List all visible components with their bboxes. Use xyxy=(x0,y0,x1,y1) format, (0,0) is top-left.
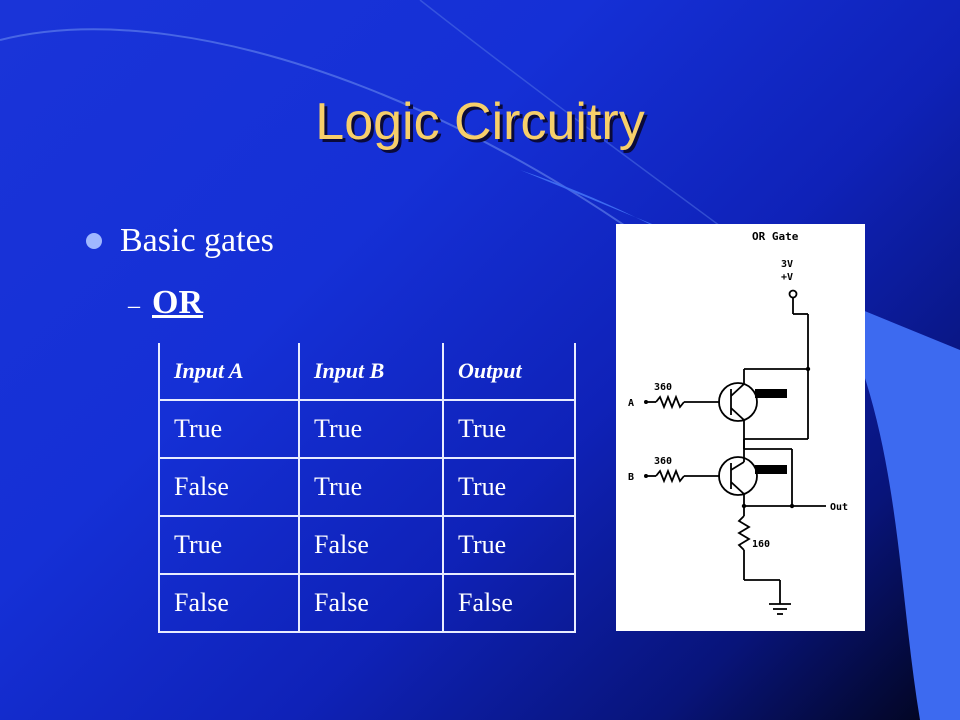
resistor-a-label: 360 xyxy=(654,382,672,393)
truth-table: Input A Input B Output True True True Fa… xyxy=(158,343,576,633)
table-cell: True xyxy=(158,399,299,458)
table-cell: True xyxy=(298,457,443,516)
header-input-a: Input A xyxy=(158,343,299,400)
bullet-dot-icon xyxy=(86,233,102,249)
header-output: Output xyxy=(442,343,576,400)
table-cell: False xyxy=(158,573,299,633)
transistor-b-label: NPN xyxy=(757,466,772,475)
table-row: False False False xyxy=(158,573,576,633)
bullet-item: Basic gates xyxy=(86,222,274,260)
header-input-b: Input B xyxy=(298,343,443,400)
table-cell: True xyxy=(442,399,576,458)
table-cell: False xyxy=(298,573,443,633)
page-title: Logic Circuitry xyxy=(315,93,645,151)
output-label: Out xyxy=(830,502,848,513)
resistor-out-label: 160 xyxy=(752,539,770,550)
dash-marker: – xyxy=(128,293,140,319)
input-b-label: B xyxy=(628,472,634,483)
sub-bullet-item: – OR xyxy=(128,284,203,322)
supply-plus-label: +V xyxy=(781,272,793,283)
circuit-diagram: OR Gate 3V +V 360 A 360 B Out 160 NPN NP… xyxy=(628,230,848,615)
table-header-row: Input A Input B Output xyxy=(158,343,576,400)
table-row: True True True xyxy=(158,399,576,458)
resistor-b-label: 360 xyxy=(654,456,672,467)
input-a-label: A xyxy=(628,398,634,409)
schematic-title: OR Gate xyxy=(752,230,799,243)
table-cell: False xyxy=(442,573,576,633)
table-cell: False xyxy=(298,515,443,574)
sub-bullet-label: OR xyxy=(152,284,203,321)
table-cell: True xyxy=(442,457,576,516)
table-cell: False xyxy=(158,457,299,516)
table-cell: True xyxy=(442,515,576,574)
or-gate-schematic: OR Gate 3V +V 360 A 360 B Out 160 NPN NP… xyxy=(616,224,865,631)
transistor-a-label: NPN xyxy=(757,390,772,399)
table-row: False True True xyxy=(158,457,576,516)
bullet-label: Basic gates xyxy=(120,222,274,259)
table-cell: True xyxy=(158,515,299,574)
supply-voltage-label: 3V xyxy=(781,259,793,270)
table-row: True False True xyxy=(158,515,576,574)
table-cell: True xyxy=(298,399,443,458)
